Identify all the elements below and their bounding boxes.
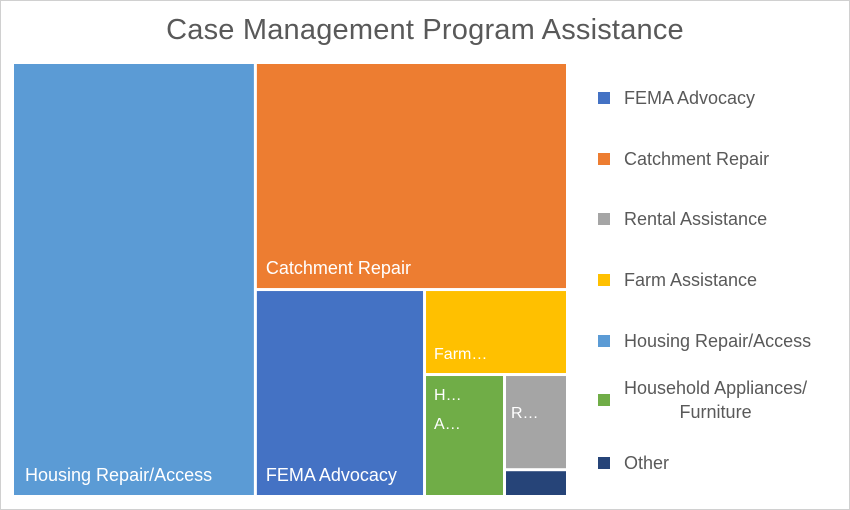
legend-swatch-fema-advocacy	[598, 92, 610, 104]
tile-label-rental-assistance: R…	[511, 405, 539, 422]
tile-label-fema-advocacy: FEMA Advocacy	[266, 465, 397, 485]
tile-fema-advocacy	[256, 291, 424, 495]
legend-swatch-catchment-repair	[598, 153, 610, 165]
legend-swatch-farm-assistance	[598, 274, 610, 286]
tile-label-household-appliances-furniture-line1: H…	[434, 387, 462, 404]
tile-farm-assistance	[426, 291, 566, 374]
legend-item-catchment-repair: Catchment Repair	[598, 147, 769, 171]
legend-label-farm-assistance: Farm Assistance	[624, 270, 758, 290]
legend-label-household-appliances: Household Appliances/ Furniture	[624, 376, 807, 424]
tile-housing-repair-access	[14, 64, 254, 495]
legend-item-housing-repair-access: Housing Repair/Access	[598, 329, 811, 353]
legend-swatch-other	[598, 457, 610, 469]
legend-label-household-line2: Furniture	[679, 402, 752, 422]
legend-label-rental-assistance: Rental Assistance	[624, 209, 768, 229]
tile-label-catchment-repair: Catchment Repair	[266, 258, 411, 278]
legend-swatch-rental-assistance	[598, 213, 610, 225]
legend-label-catchment-repair: Catchment Repair	[624, 149, 770, 169]
tile-household-appliances-furniture	[426, 376, 504, 495]
chart-title: Case Management Program Assistance	[166, 14, 684, 46]
tile-label-housing-repair-access: Housing Repair/Access	[25, 465, 212, 485]
legend-swatch-household-appliances	[598, 394, 610, 406]
legend-item-fema-advocacy: FEMA Advocacy	[598, 86, 755, 110]
legend-label-other: Other	[624, 453, 670, 473]
legend-label-housing-repair-access: Housing Repair/Access	[624, 331, 812, 351]
legend-item-rental-assistance: Rental Assistance	[598, 207, 767, 231]
tile-rental-assistance	[506, 376, 566, 469]
tile-catchment-repair	[256, 64, 566, 289]
legend-swatch-housing-repair-access	[598, 335, 610, 347]
legend-item-farm-assistance: Farm Assistance	[598, 268, 757, 292]
tile-other	[506, 471, 566, 495]
tile-label-household-appliances-furniture-line2: A…	[434, 416, 461, 433]
legend-label-household-line1: Household Appliances/	[624, 378, 808, 398]
legend-item-other: Other	[598, 451, 669, 475]
tile-label-farm-assistance: Farm…	[434, 346, 487, 363]
legend-label-fema-advocacy: FEMA Advocacy	[624, 88, 756, 108]
legend-item-household-appliances: Household Appliances/ Furniture	[598, 376, 807, 424]
